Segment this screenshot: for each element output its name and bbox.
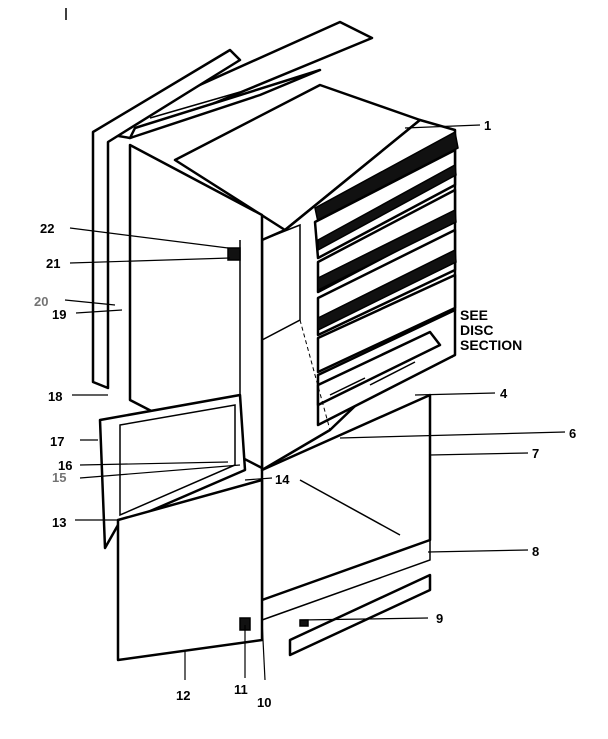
upper-door: [128, 143, 264, 470]
callout-8: 8: [532, 544, 539, 559]
callout-6: 6: [569, 426, 576, 441]
callout-1: 1: [484, 118, 491, 133]
callout-9: 9: [436, 611, 443, 626]
note-line-2: DISC: [460, 322, 493, 338]
callout-12: 12: [176, 688, 190, 703]
callout-7: 7: [532, 446, 539, 461]
callout-22: 22: [40, 221, 54, 236]
callout-16: 16: [58, 458, 72, 473]
lower-cabinet: [260, 393, 432, 622]
left-side-panel: [91, 48, 242, 390]
kick-plate: [288, 573, 432, 657]
disc-section-note: SEE DISC SECTION: [460, 307, 522, 353]
lower-door: [116, 478, 264, 662]
callout-20: 20: [34, 294, 48, 309]
callout-17: 17: [50, 434, 64, 449]
callout-11: 11: [234, 682, 248, 697]
callout-21: 21: [46, 256, 60, 271]
callout-14: 14: [275, 472, 290, 487]
callout-10: 10: [257, 695, 271, 710]
lower-left-frame: [98, 393, 247, 550]
leader-lines: [64, 124, 566, 681]
cabinet-body: [173, 83, 459, 472]
callout-18: 18: [48, 389, 62, 404]
note-line-1: SEE: [460, 307, 488, 323]
callout-15: 15: [52, 470, 66, 485]
callout-4: 4: [500, 386, 508, 401]
callout-13: 13: [52, 515, 66, 530]
callout-labels: 1 4 6 7 8 9 10 11 12 13 14 15 16 17 18 1…: [34, 118, 576, 710]
callout-19: 19: [52, 307, 66, 322]
note-line-3: SECTION: [460, 337, 522, 353]
